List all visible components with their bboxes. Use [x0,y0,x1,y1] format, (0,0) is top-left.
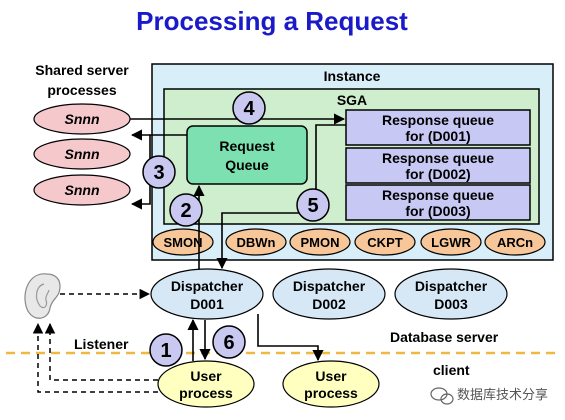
diagram-title: Processing a Request [136,6,408,36]
user-process-2: User process [282,360,380,408]
step-5-label: 5 [307,195,318,217]
dispatcher-d003: Dispatcher D003 [394,268,508,320]
client-label: client [433,362,470,378]
step-3-label: 3 [153,162,164,184]
step-3-badge: 3 [142,155,176,189]
dispatcher-d002-line1: Dispatcher [293,278,366,294]
background-process-arcn-label: ARCn [497,235,533,250]
response-queue-d003-line1: Response queue [382,187,494,203]
request-queue-line2: Queue [225,157,269,173]
background-process-smon: SMON [152,228,214,256]
response-queue-d002 [345,147,531,184]
response-queue-d001-line1: Response queue [382,112,494,128]
step-1-label: 1 [160,340,171,362]
response-queue-d002-line2: for (D002) [405,166,470,182]
listener-connections [32,288,158,393]
step-1-badge: 1 [149,333,183,367]
dispatcher-d003-line1: Dispatcher [415,278,488,294]
shared-server-process-3-label: Snnn [65,182,100,198]
listener-label: Listener [74,336,129,352]
step-2-label: 2 [180,200,191,222]
shared-server-process-2-label: Snnn [65,146,100,162]
user-process-1-line1: User [190,368,222,384]
background-process-pmon: PMON [289,228,351,256]
background-process-smon-label: SMON [164,235,203,250]
shared-server-process-3: Snnn [33,174,131,206]
background-process-dbwn: DBWn [225,228,287,256]
dispatcher-d001-line2: D001 [190,296,224,312]
response-queue-d003-line2: for (D003) [405,203,470,219]
step-2-badge: 2 [169,193,203,227]
background-process-lgwr-label: LGWR [431,235,471,250]
request-queue [186,125,308,185]
response-queue-d002-line1: Response queue [382,150,494,166]
database-server-label: Database server [390,329,499,345]
step-5-badge: 5 [296,188,330,222]
wechat-icon [430,387,454,405]
listener-ear-icon [24,273,61,319]
shared-server-process-2: Snnn [33,138,131,170]
background-process-ckpt: CKPT [354,228,416,256]
step-4-badge: 4 [232,91,266,125]
dispatcher-d001: Dispatcher D001 [150,268,264,320]
dispatcher-d002: Dispatcher D002 [272,268,386,320]
sga-label: SGA [337,92,367,108]
user-process-2-line2: process [304,385,358,401]
instance-label: Instance [324,68,381,84]
user-process-1-line2: process [179,385,233,401]
shared-server-process-1: Snnn [33,103,131,135]
request-queue-line1: Request [219,138,275,154]
dispatcher-d002-line2: D002 [312,296,346,312]
background-process-arcn: ARCn [484,228,546,256]
background-process-pmon-label: PMON [301,235,340,250]
response-queue-d001-line2: for (D001) [405,128,470,144]
shared-server-process-1-label: Snnn [65,111,100,127]
background-process-dbwn-label: DBWn [237,235,276,250]
dispatcher-d003-line2: D003 [434,296,468,312]
response-queue-d001 [345,109,531,146]
user-process-2-line1: User [315,368,347,384]
background-process-ckpt-label: CKPT [367,235,402,250]
response-queue-d003 [345,184,531,221]
background-process-lgwr: LGWR [420,228,482,256]
shared-server-label-line1: Shared server [35,62,129,78]
step-6-label: 6 [223,332,234,354]
watermark: 数据库技术分享 [430,387,548,405]
watermark-text: 数据库技术分享 [457,387,548,402]
dispatcher-d001-line1: Dispatcher [171,278,244,294]
step-4-label: 4 [243,98,255,120]
shared-server-label-line2: processes [47,82,116,98]
user-process-1: User process [157,360,255,408]
step-6-badge: 6 [212,325,246,359]
